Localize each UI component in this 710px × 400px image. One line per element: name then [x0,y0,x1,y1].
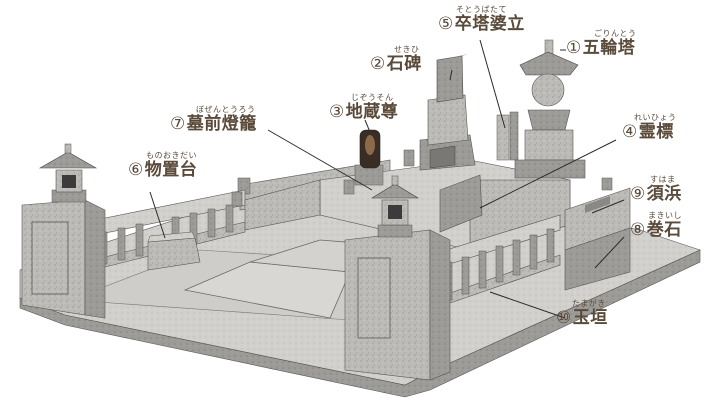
label-tamagaki: たまがき ⑩玉垣 [556,300,608,327]
right-walls [565,178,630,290]
front-right-pillar [345,230,450,380]
left-lantern [40,144,96,202]
label-makiishi: まきいし ⑧巻石 [630,212,682,239]
front-left-pillar [22,200,105,318]
label-sotoba: そとうばたて ⑤卒塔婆立 [438,6,525,33]
label-reihyo: れいひょう ④霊標 [622,114,677,141]
sotoba-stand [497,112,518,160]
label-monooki: ものおきだい ⑥物置台 [128,152,197,179]
label-suhama: すはま ⑨須浜 [630,176,682,203]
jizo-statue [355,130,383,185]
label-sekihi: せきひ ②石碑 [370,46,422,73]
label-gorinto: ごりんとう ①五輪塔 [566,30,637,57]
gorinto-tower [515,40,585,178]
sekihi-stone [420,54,475,170]
label-jizo: じぞうそん ③地蔵尊 [329,94,398,121]
label-bozen: ぼぜんとうろう ⑦墓前燈籠 [170,106,257,133]
